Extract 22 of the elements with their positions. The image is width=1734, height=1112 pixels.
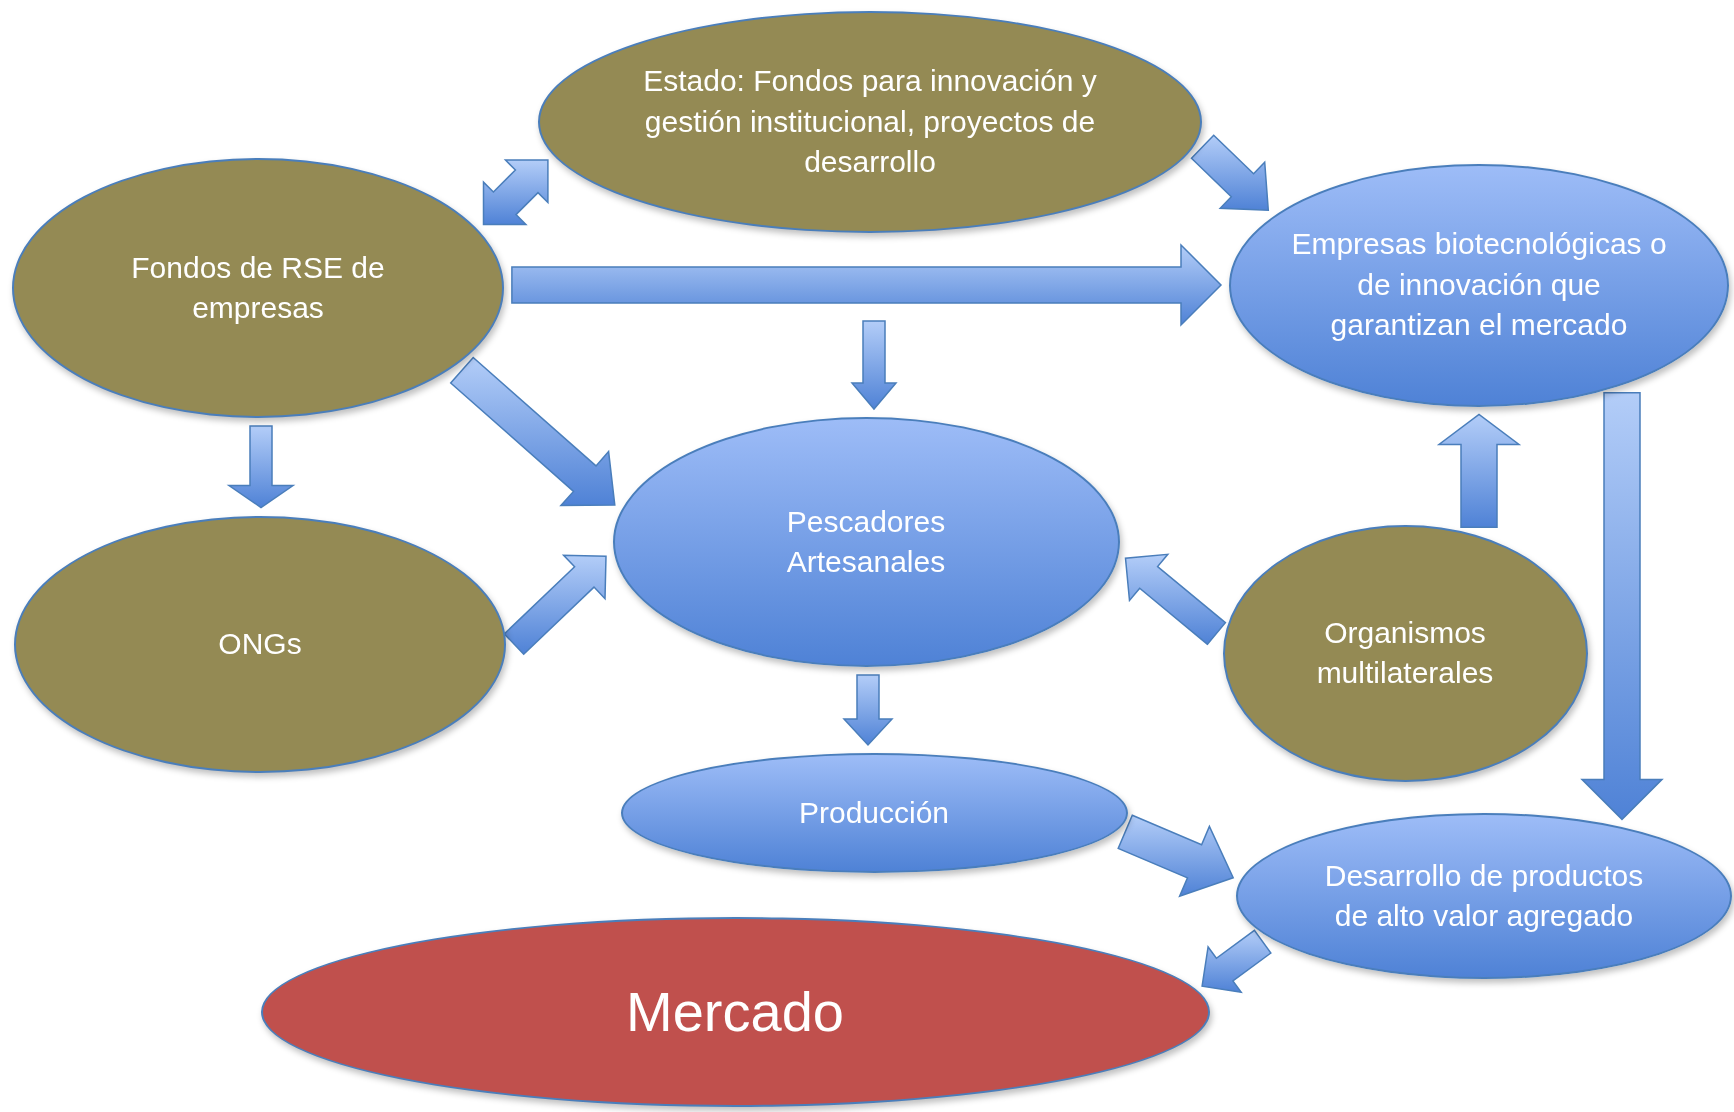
block-arrow: [503, 554, 607, 656]
node-label: Producción: [797, 794, 951, 831]
block-arrow: [449, 356, 616, 507]
node-label: Organismos multilaterales: [1315, 614, 1495, 691]
block-arrow: [842, 674, 894, 747]
block-arrow: [1117, 814, 1235, 898]
node-label: Pescadores Artesanales: [785, 503, 947, 580]
node-label: Mercado: [625, 979, 845, 1046]
node-label: Estado: Fondos para innovación y gestión institucional, proyectos de desarrollo: [642, 63, 1098, 181]
block-arrow: [511, 243, 1223, 327]
node-label: ONGs: [217, 625, 303, 662]
node-label: Fondos de RSE de empresas: [130, 249, 386, 326]
node-label: Empresas biotecnológicas o de innovación que garantizan el mercado: [1290, 226, 1668, 344]
block-arrow: [1124, 553, 1227, 646]
block-arrow: [1190, 134, 1270, 211]
node-label: Desarrollo de productos de alto valor agregado: [1323, 857, 1645, 934]
block-arrow: [482, 159, 549, 226]
block-arrow: [1201, 929, 1272, 994]
block-arrow: [1580, 392, 1664, 821]
block-arrow: [1436, 413, 1522, 528]
block-arrow: [850, 320, 898, 411]
block-arrow: [226, 425, 296, 509]
